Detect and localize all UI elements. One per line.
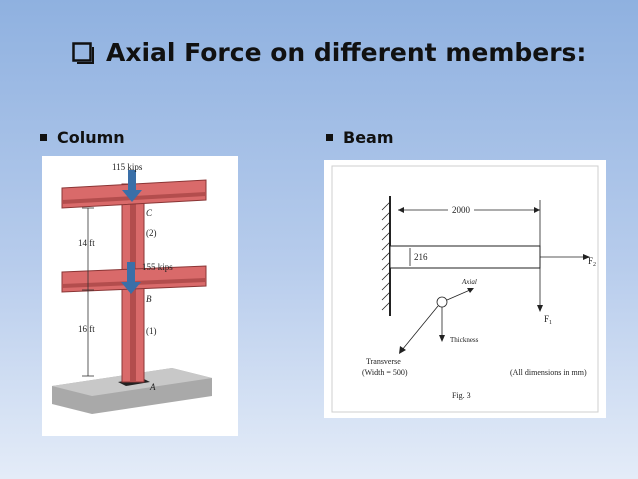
label-length: 2000 xyxy=(452,205,471,215)
label-units-note: (All dimensions in mm) xyxy=(510,368,587,377)
bullet-beam: Beam xyxy=(326,128,394,147)
square-bullet-icon xyxy=(40,134,47,141)
bullet-column: Column xyxy=(40,128,125,147)
axis-origin xyxy=(436,296,448,308)
square-bullet-icon xyxy=(326,134,333,141)
label-point-c: C xyxy=(146,208,153,218)
label-point-a: A xyxy=(149,382,156,392)
cantilever-beam xyxy=(389,245,541,269)
slide-title: Axial Force on different members: xyxy=(72,38,592,67)
label-height-upper: 14 ft xyxy=(78,238,95,248)
label-point-b: B xyxy=(146,294,152,304)
checkbox-icon xyxy=(72,41,94,64)
column-figure: 115 kips 155 kips C B A (2) (1) 14 ft 16… xyxy=(42,156,238,436)
label-transverse-width: (Width = 500) xyxy=(362,368,408,377)
load-arrow-top xyxy=(128,170,136,192)
label-force-f1: F1 xyxy=(544,314,552,326)
label-depth: 216 xyxy=(414,252,428,262)
figure-caption: Fig. 3 xyxy=(452,391,471,400)
label-load-top: 115 kips xyxy=(112,162,143,172)
label-segment-upper: (2) xyxy=(146,228,157,238)
load-arrow-top-head xyxy=(122,190,142,202)
wall-hatch xyxy=(381,201,391,311)
slide-title-text: Axial Force on different members: xyxy=(106,38,587,67)
beam-figure: 2000 216 F2 F1 Axial Thickness Transvers… xyxy=(324,160,606,418)
label-transverse: Transverse xyxy=(366,357,401,366)
label-segment-lower: (1) xyxy=(146,326,157,336)
label-height-lower: 16 ft xyxy=(78,324,95,334)
axial-axis xyxy=(446,289,471,301)
label-axial: Axial xyxy=(461,278,477,286)
label-force-f2: F2 xyxy=(588,256,596,268)
load-arrow-mid xyxy=(127,262,135,284)
label-load-mid: 155 kips xyxy=(142,262,173,272)
load-arrow-mid-head xyxy=(121,282,141,294)
bullet-beam-label: Beam xyxy=(343,128,394,147)
bullet-column-label: Column xyxy=(57,128,125,147)
label-thickness: Thickness xyxy=(450,336,479,344)
transverse-axis xyxy=(401,305,439,351)
